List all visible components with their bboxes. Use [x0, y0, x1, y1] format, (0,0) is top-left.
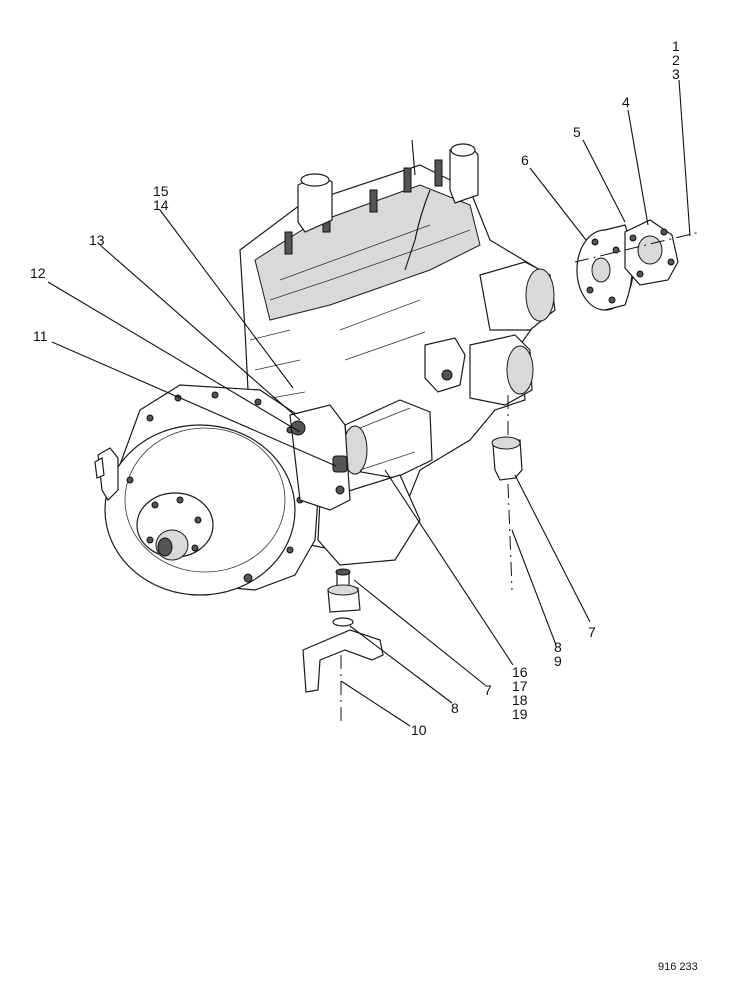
callout-13: 13: [89, 232, 105, 248]
flexible-coupling-parts: [576, 219, 679, 311]
callout-6: 6: [521, 152, 529, 168]
leader-lines: [47, 79, 701, 727]
callout-8-right: 8: [554, 639, 562, 655]
callout-12: 12: [30, 265, 46, 281]
callout-3: 3: [672, 66, 680, 82]
callout-8-lower: 8: [451, 700, 459, 716]
callout-9-right: 9: [554, 653, 562, 669]
flywheel-housing: [94, 384, 351, 596]
callout-7-right: 7: [588, 624, 596, 640]
callout-14: 14: [153, 197, 169, 213]
callout-11: 11: [33, 328, 48, 344]
callout-18: 18: [512, 692, 528, 708]
callout-7-lower: 7: [484, 682, 492, 698]
mounting-stack: [302, 568, 384, 693]
callout-19: 19: [512, 706, 528, 722]
mounting-rubber-right: [491, 436, 523, 481]
callout-5: 5: [573, 124, 581, 140]
callout-17: 17: [512, 678, 528, 694]
callout-1: 1: [672, 38, 680, 54]
callout-2: 2: [672, 52, 680, 68]
callout-labels: 1 2 3 4 5 6 15 14 13 12 11 7 8 9 16 17 1…: [30, 38, 680, 738]
callout-15: 15: [153, 183, 169, 199]
callout-16: 16: [512, 664, 528, 680]
figure-reference: 916 233: [658, 961, 698, 973]
callout-10: 10: [411, 722, 427, 738]
callout-4: 4: [622, 94, 630, 110]
